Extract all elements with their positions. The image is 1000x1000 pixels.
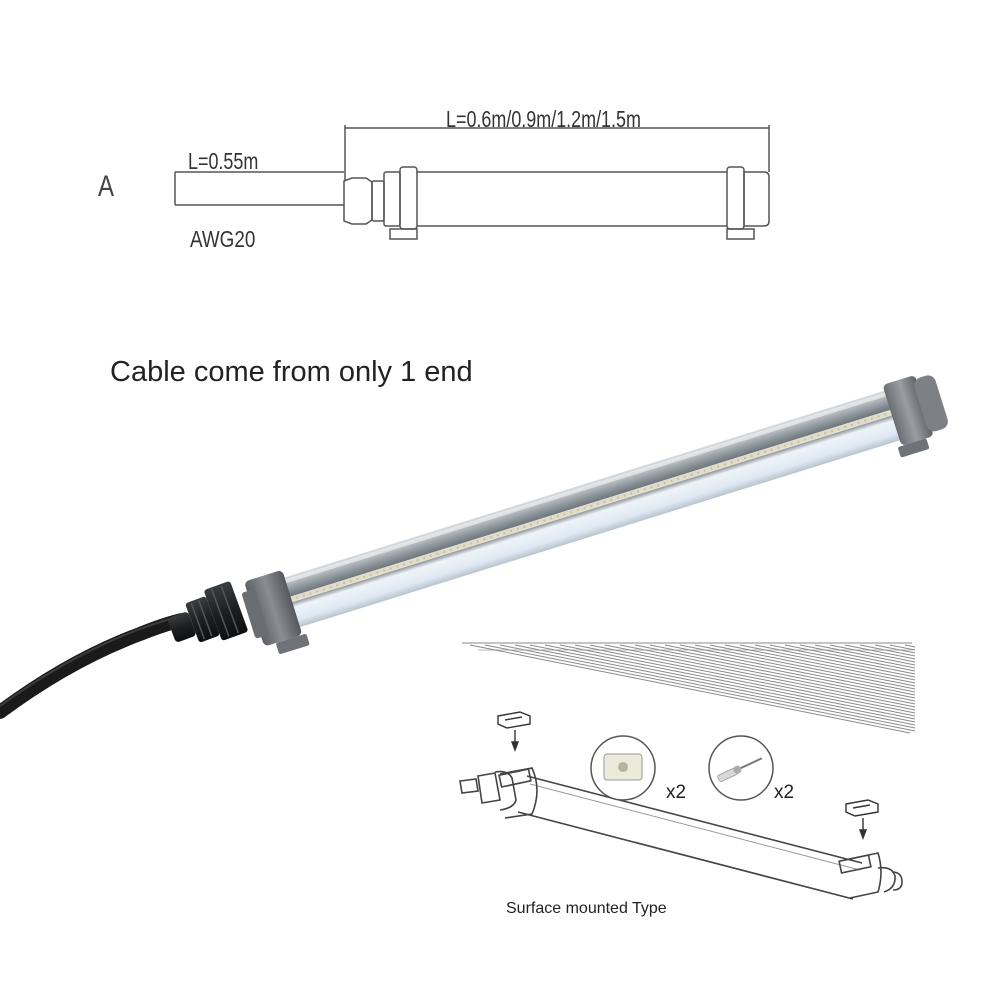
hatch-line [739, 644, 916, 681]
headline: Cable come from only 1 end [110, 356, 473, 388]
power-cable-highlight [0, 615, 181, 707]
gland-nut-outline [371, 180, 385, 222]
right-mounting-clip [898, 438, 930, 458]
diagram-tube [459, 767, 903, 900]
right-clip-outline [726, 228, 755, 240]
hatch-line [664, 644, 916, 696]
hatch-line [904, 644, 916, 648]
hatch-line [634, 644, 916, 702]
right-cap-outline [743, 171, 770, 227]
left-bracket-outline [399, 166, 418, 230]
hatch-line [799, 644, 916, 669]
hatch-line [814, 644, 916, 666]
power-cable [0, 613, 189, 719]
clip-accessory-icon [603, 753, 643, 781]
hatch-line [589, 644, 916, 711]
hatch-line [529, 644, 916, 723]
hatch-line [874, 644, 916, 654]
variant-label: A [98, 170, 115, 203]
hatch-line [649, 644, 916, 699]
hatch-line [604, 644, 916, 708]
right-bracket-outline [726, 166, 745, 230]
wire-gauge-label: AWG20 [190, 226, 256, 252]
screw-quantity-label: x2 [774, 782, 795, 803]
hatch-line [619, 644, 916, 705]
hatch-line [499, 644, 916, 729]
led-tube [242, 375, 948, 655]
installation-diagram [459, 642, 916, 900]
mounting-type-caption: Surface mounted Type [506, 900, 667, 917]
hatch-line [844, 644, 916, 660]
hatch-line [679, 644, 916, 693]
hatch-line [469, 644, 911, 734]
hatch-line [784, 644, 916, 672]
hatch-line [694, 644, 916, 690]
gland-outline [343, 177, 373, 225]
hatch-line [544, 644, 916, 720]
hatch-line [724, 644, 916, 684]
led-strip [273, 405, 906, 608]
hatch-line [769, 644, 916, 675]
led-chips [275, 408, 903, 606]
product-photo [0, 375, 948, 719]
cable-gland [168, 581, 248, 643]
screw-accessory-icon [717, 757, 763, 782]
hatch-line [484, 644, 916, 732]
hatch-line [514, 644, 916, 726]
hatch-line [709, 644, 916, 687]
hatch-line [559, 644, 916, 717]
hatch-line [859, 644, 916, 657]
hatch-line [754, 644, 916, 678]
tube-length-label: L=0.6m/0.9m/1.2m/1.5m [446, 106, 641, 132]
left-mounting-clip [276, 634, 310, 655]
hatch-line [829, 644, 916, 663]
mounting-clip-icon [497, 711, 531, 752]
hatch-line [574, 644, 916, 714]
dimension-drawing [174, 125, 770, 240]
left-cap-outline [383, 171, 401, 227]
hatch-line [889, 644, 916, 651]
cable-length-label: L=0.55m [188, 148, 259, 174]
clip-quantity-label: x2 [666, 782, 687, 803]
mounting-clip-icon [845, 799, 879, 840]
left-clip-outline [389, 228, 418, 240]
